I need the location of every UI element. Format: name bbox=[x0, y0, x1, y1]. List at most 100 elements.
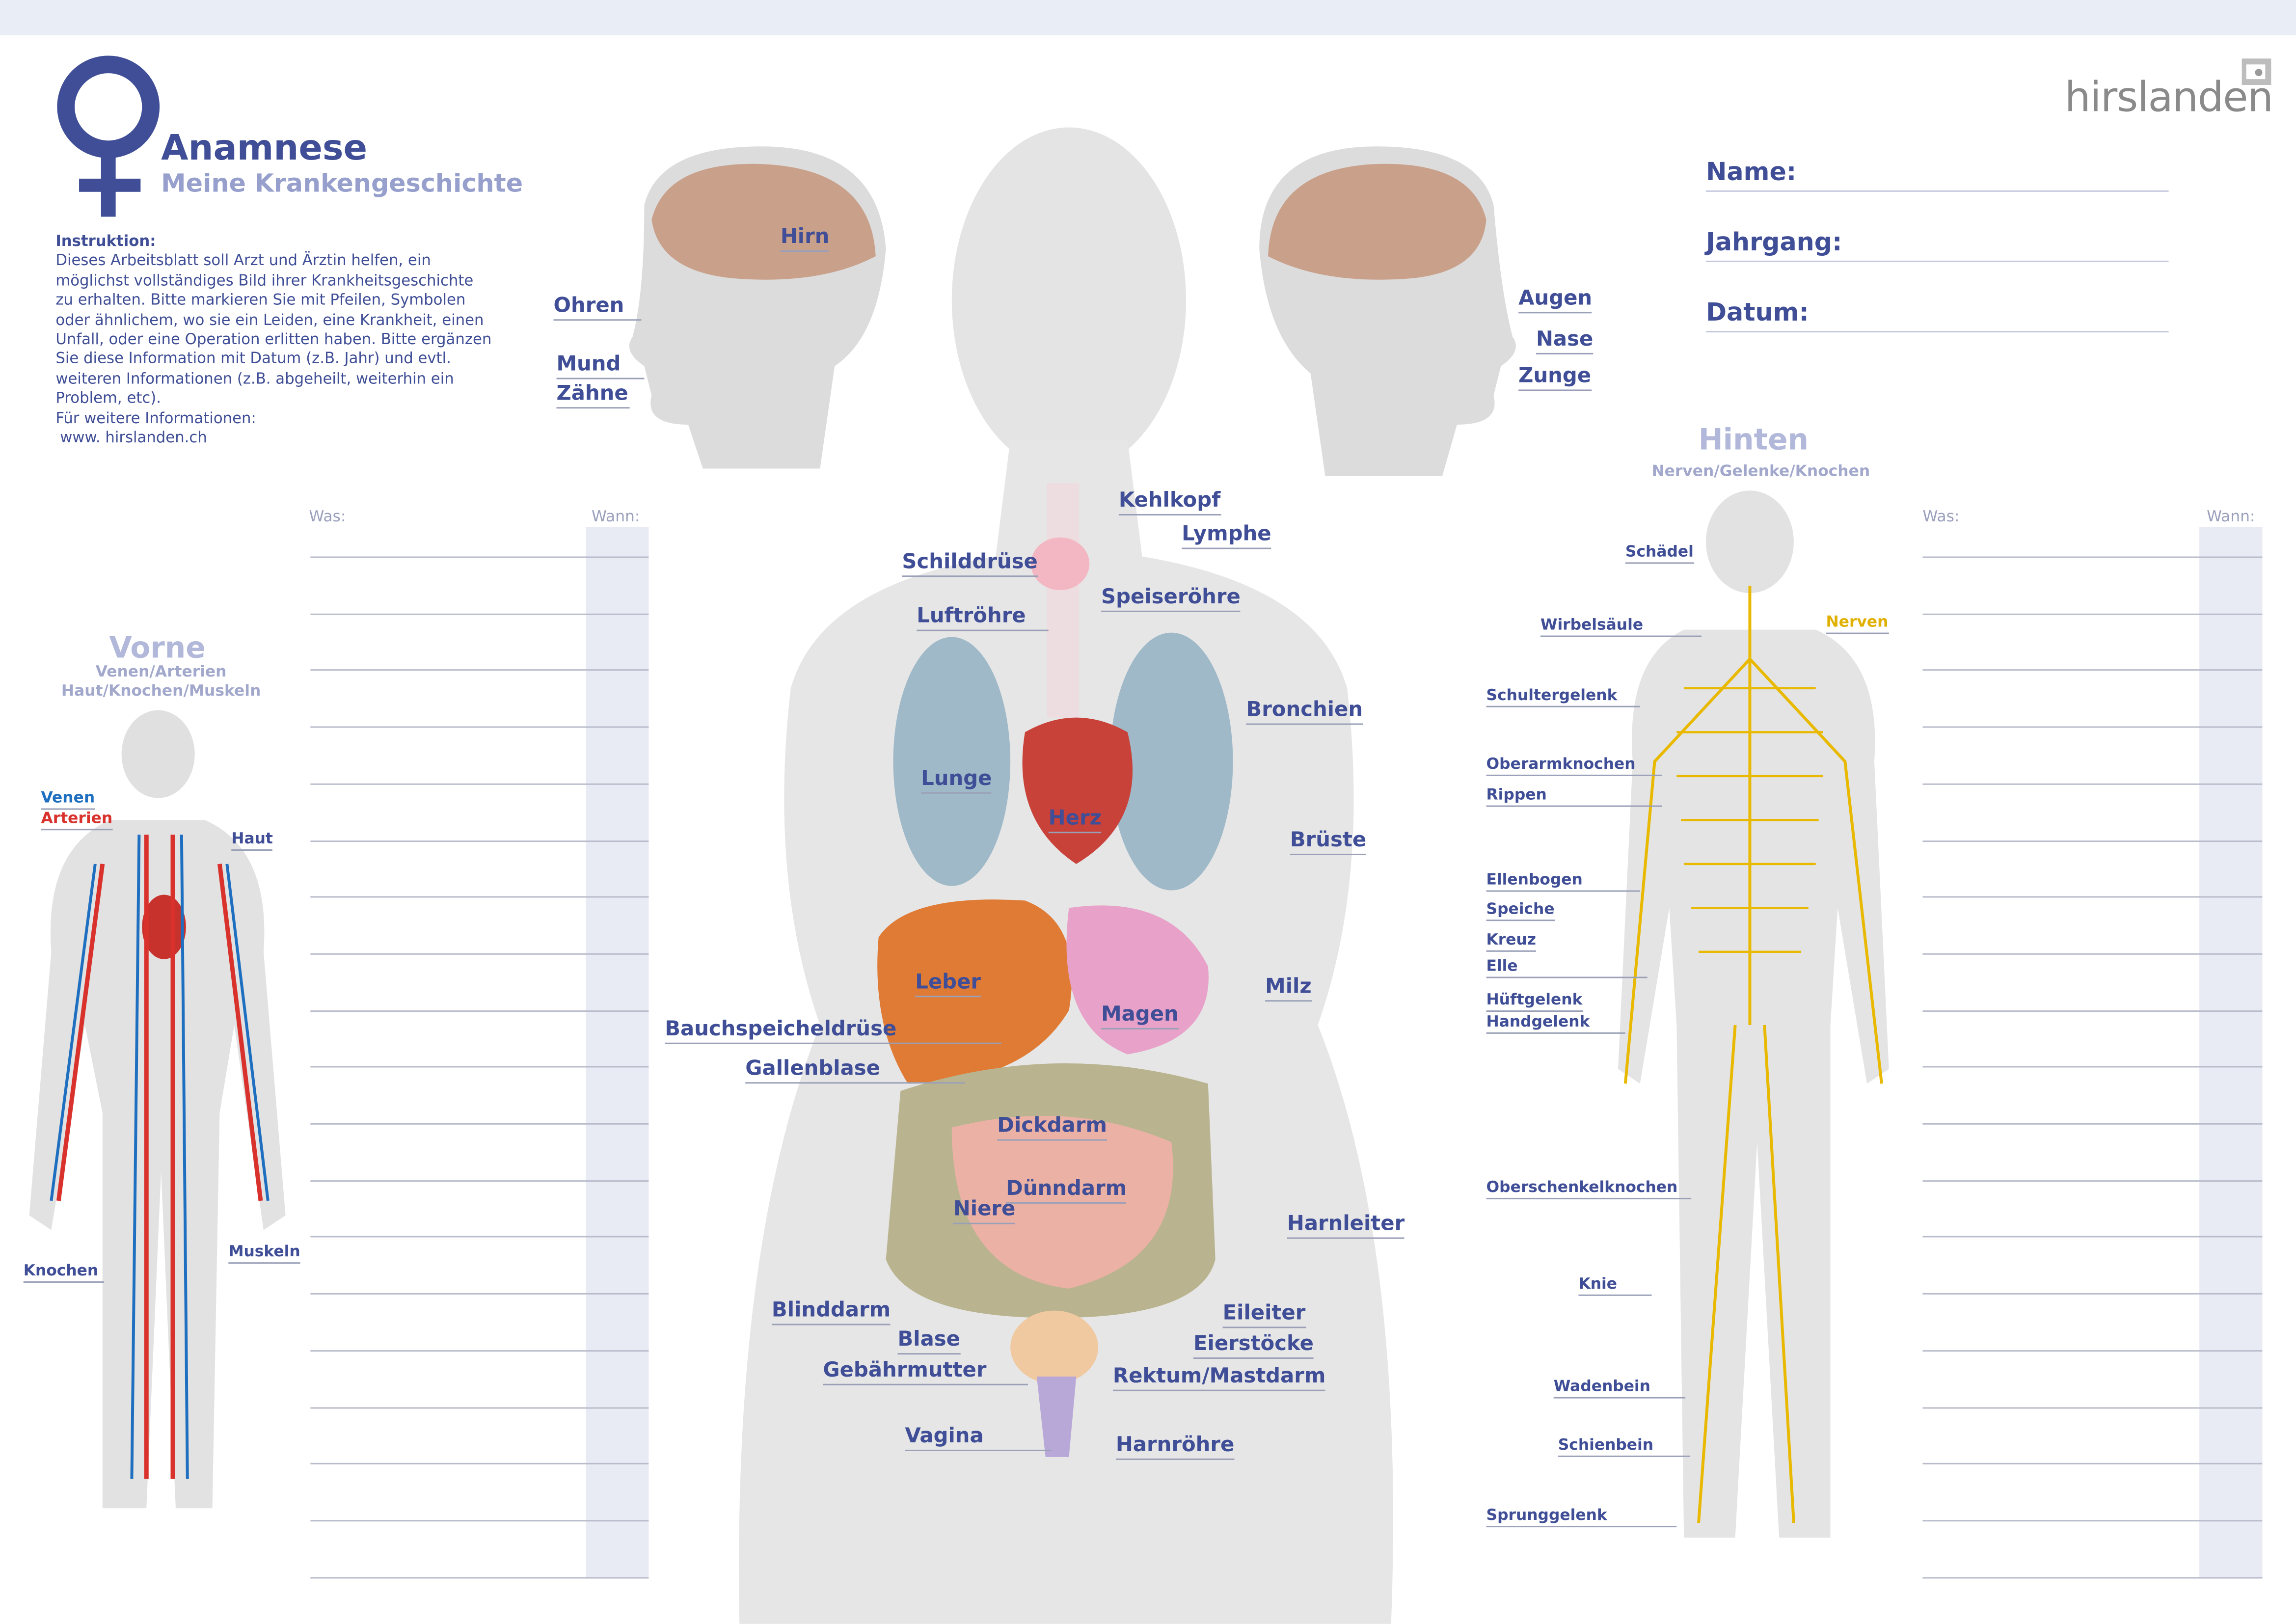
hinten-title: Hinten bbox=[1698, 422, 1809, 457]
right-table-row[interactable] bbox=[1922, 1066, 2263, 1068]
left-table-row[interactable] bbox=[310, 953, 649, 955]
label-harnleiter: Harnleiter bbox=[1287, 1213, 1405, 1239]
label-muskeln: Muskeln bbox=[228, 1243, 300, 1264]
label-dickdarm: Dickdarm bbox=[997, 1115, 1107, 1141]
label-rippen: Rippen bbox=[1486, 786, 1662, 807]
label-wirbelsäule: Wirbelsäule bbox=[1540, 617, 1702, 637]
right-table-row[interactable] bbox=[1922, 670, 2263, 672]
vorne-subtitle-1: Venen/Arterien bbox=[95, 663, 227, 681]
label-rektum-mastdarm: Rektum/Mastdarm bbox=[1112, 1365, 1326, 1391]
label-mund: Mund bbox=[556, 353, 645, 379]
right-table-row[interactable] bbox=[1922, 896, 2263, 898]
left-table-row[interactable] bbox=[310, 613, 649, 615]
instructions-heading: Instruktion: bbox=[55, 233, 156, 251]
left-table-row[interactable] bbox=[310, 1293, 649, 1295]
label-zähne: Zähne bbox=[556, 383, 630, 409]
left-table-row[interactable] bbox=[310, 783, 649, 785]
right-table-row[interactable] bbox=[1922, 1009, 2263, 1011]
label-milz: Milz bbox=[1265, 976, 1312, 1002]
website-link[interactable]: www. hirslanden.ch bbox=[60, 429, 207, 447]
datum-field[interactable]: Datum: bbox=[1705, 298, 2169, 333]
label-schädel: Schädel bbox=[1625, 543, 1694, 564]
label-gebährmutter: Gebährmutter bbox=[823, 1360, 1028, 1385]
label-venen: Venen bbox=[41, 789, 95, 810]
right-table-row[interactable] bbox=[1922, 1406, 2263, 1408]
right-was-header: Was: bbox=[1922, 508, 1960, 526]
label-knie: Knie bbox=[1578, 1275, 1652, 1296]
left-table-row[interactable] bbox=[310, 1123, 649, 1125]
instructions-text: Dieses Arbeitsblatt soll Arzt und Ärztin… bbox=[55, 252, 492, 407]
left-table-row[interactable] bbox=[310, 726, 649, 728]
front-body-illustration bbox=[29, 710, 286, 1509]
label-speiche: Speiche bbox=[1486, 900, 1555, 921]
back-skeleton-illustration bbox=[1618, 490, 1889, 1538]
label-blinddarm: Blinddarm bbox=[771, 1299, 891, 1326]
right-table-row[interactable] bbox=[1922, 1576, 2263, 1578]
label-bauchspeicheldrüse: Bauchspeicheldrüse bbox=[665, 1019, 1002, 1044]
label-elle: Elle bbox=[1486, 958, 1648, 978]
right-table-row[interactable] bbox=[1922, 839, 2263, 841]
label-luftröhre: Luftröhre bbox=[917, 605, 1049, 631]
left-table-row[interactable] bbox=[310, 1236, 649, 1238]
left-was-header: Was: bbox=[309, 508, 346, 526]
left-table-row[interactable] bbox=[310, 1576, 649, 1578]
right-table-row[interactable] bbox=[1922, 1350, 2263, 1352]
label-brüste: Brüste bbox=[1290, 830, 1367, 855]
label-kehlkopf: Kehlkopf bbox=[1118, 490, 1221, 515]
left-table-row[interactable] bbox=[310, 1180, 649, 1182]
page-subtitle: Meine Krankengeschichte bbox=[161, 170, 523, 199]
left-table-row[interactable] bbox=[310, 1350, 649, 1352]
right-table-row[interactable] bbox=[1922, 1180, 2263, 1182]
right-table-row[interactable] bbox=[1922, 1123, 2263, 1125]
jahrgang-field[interactable]: Jahrgang: bbox=[1705, 228, 2169, 262]
label-eierstöcke: Eierstöcke bbox=[1193, 1333, 1314, 1359]
right-table-row[interactable] bbox=[1922, 1463, 2263, 1465]
name-field[interactable]: Name: bbox=[1705, 158, 2169, 192]
right-table-row[interactable] bbox=[1922, 783, 2263, 785]
label-speiseröhre: Speiseröhre bbox=[1101, 587, 1241, 612]
label-hüftgelenk: Hüftgelenk bbox=[1486, 991, 1583, 1012]
more-info-text: Für weitere Informationen: bbox=[55, 409, 256, 427]
hinten-subtitle: Nerven/Gelenke/Knochen bbox=[1651, 462, 1870, 481]
label-magen: Magen bbox=[1101, 1004, 1179, 1029]
left-wann-column bbox=[586, 527, 649, 1579]
left-table-row[interactable] bbox=[310, 556, 649, 558]
right-table-row[interactable] bbox=[1922, 613, 2263, 615]
left-table-row[interactable] bbox=[310, 670, 649, 672]
label-dünndarm: Dünndarm bbox=[1006, 1178, 1127, 1204]
left-wann-header: Wann: bbox=[592, 508, 640, 526]
label-eileiter: Eileiter bbox=[1222, 1302, 1306, 1328]
label-ellenbogen: Ellenbogen bbox=[1486, 871, 1640, 892]
right-table-row[interactable] bbox=[1922, 1519, 2263, 1521]
left-table-row[interactable] bbox=[310, 1009, 649, 1011]
top-band bbox=[0, 0, 2296, 35]
left-table-row[interactable] bbox=[310, 896, 649, 898]
right-wann-column bbox=[2199, 527, 2263, 1579]
right-table-row[interactable] bbox=[1922, 1236, 2263, 1238]
label-wadenbein: Wadenbein bbox=[1553, 1378, 1686, 1399]
label-sprunggelenk: Sprunggelenk bbox=[1486, 1507, 1677, 1528]
label-niere: Niere bbox=[953, 1198, 1016, 1224]
right-table-row[interactable] bbox=[1922, 1293, 2263, 1295]
label-kreuz: Kreuz bbox=[1486, 931, 1537, 952]
label-ohren: Ohren bbox=[553, 295, 642, 321]
vorne-subtitle-2: Haut/Knochen/Muskeln bbox=[61, 682, 261, 700]
left-table-row[interactable] bbox=[310, 1066, 649, 1068]
right-table-row[interactable] bbox=[1922, 726, 2263, 728]
label-augen: Augen bbox=[1518, 288, 1593, 314]
page-title: Anamnese bbox=[161, 127, 368, 169]
left-table-row[interactable] bbox=[310, 1463, 649, 1465]
right-table-row[interactable] bbox=[1922, 953, 2263, 955]
left-table-row[interactable] bbox=[310, 839, 649, 841]
label-schienbein: Schienbein bbox=[1558, 1436, 1690, 1457]
label-schilddrüse: Schilddrüse bbox=[902, 551, 1038, 577]
instructions: Instruktion: Dieses Arbeitsblatt soll Ar… bbox=[55, 233, 495, 449]
right-table-row[interactable] bbox=[1922, 556, 2263, 558]
head-right-illustration bbox=[1259, 146, 1516, 476]
label-handgelenk: Handgelenk bbox=[1486, 1013, 1625, 1034]
left-table-row[interactable] bbox=[310, 1406, 649, 1408]
right-wann-header: Wann: bbox=[2207, 508, 2255, 526]
label-hirn: Hirn bbox=[780, 226, 830, 252]
left-table-row[interactable] bbox=[310, 1519, 649, 1521]
